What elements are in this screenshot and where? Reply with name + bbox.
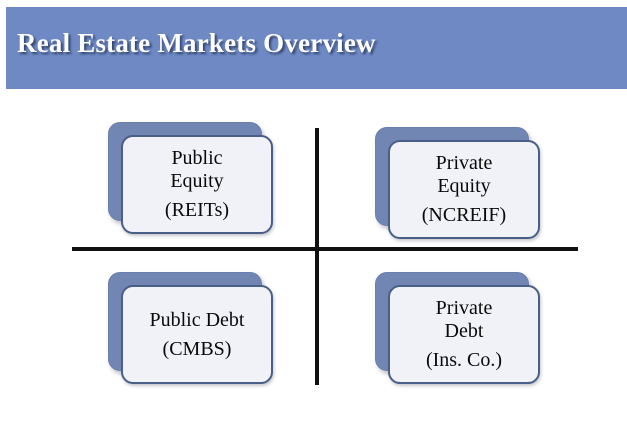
quadrant-card-public-debt[interactable]: Public Debt (CMBS) — [108, 272, 274, 384]
card-line-1: Private — [435, 152, 493, 175]
horizontal-divider-line — [72, 247, 578, 251]
card-line-2: Equity — [170, 169, 224, 192]
card-subtitle: (CMBS) — [162, 338, 232, 360]
card-subtitle: (REITs) — [164, 199, 230, 222]
page-title: Real Estate Markets Overview — [17, 28, 376, 58]
card-subtitle: (Ins. Co.) — [425, 349, 503, 372]
title-banner: Real Estate Markets Overview — [6, 7, 627, 89]
card-line-2: Equity — [437, 174, 491, 197]
card-front-shape[interactable]: Public Debt (CMBS) — [121, 285, 273, 384]
card-front-shape[interactable]: Public Equity (REITs) — [121, 135, 273, 234]
quadrant-card-public-equity[interactable]: Public Equity (REITs) — [108, 122, 274, 234]
vertical-divider-line — [315, 128, 319, 385]
quadrant-card-private-debt[interactable]: Private Debt (Ins. Co.) — [375, 272, 541, 384]
card-line-1: Public Debt — [149, 308, 245, 331]
card-subtitle: (NCREIF) — [421, 204, 507, 227]
quadrant-card-private-equity[interactable]: Private Equity (NCREIF) — [375, 127, 541, 239]
card-front-shape[interactable]: Private Debt (Ins. Co.) — [388, 285, 540, 384]
card-line-2: Debt — [444, 319, 484, 342]
card-line-1: Public — [171, 147, 223, 170]
card-line-1: Private — [435, 297, 493, 320]
card-front-shape[interactable]: Private Equity (NCREIF) — [388, 140, 540, 239]
